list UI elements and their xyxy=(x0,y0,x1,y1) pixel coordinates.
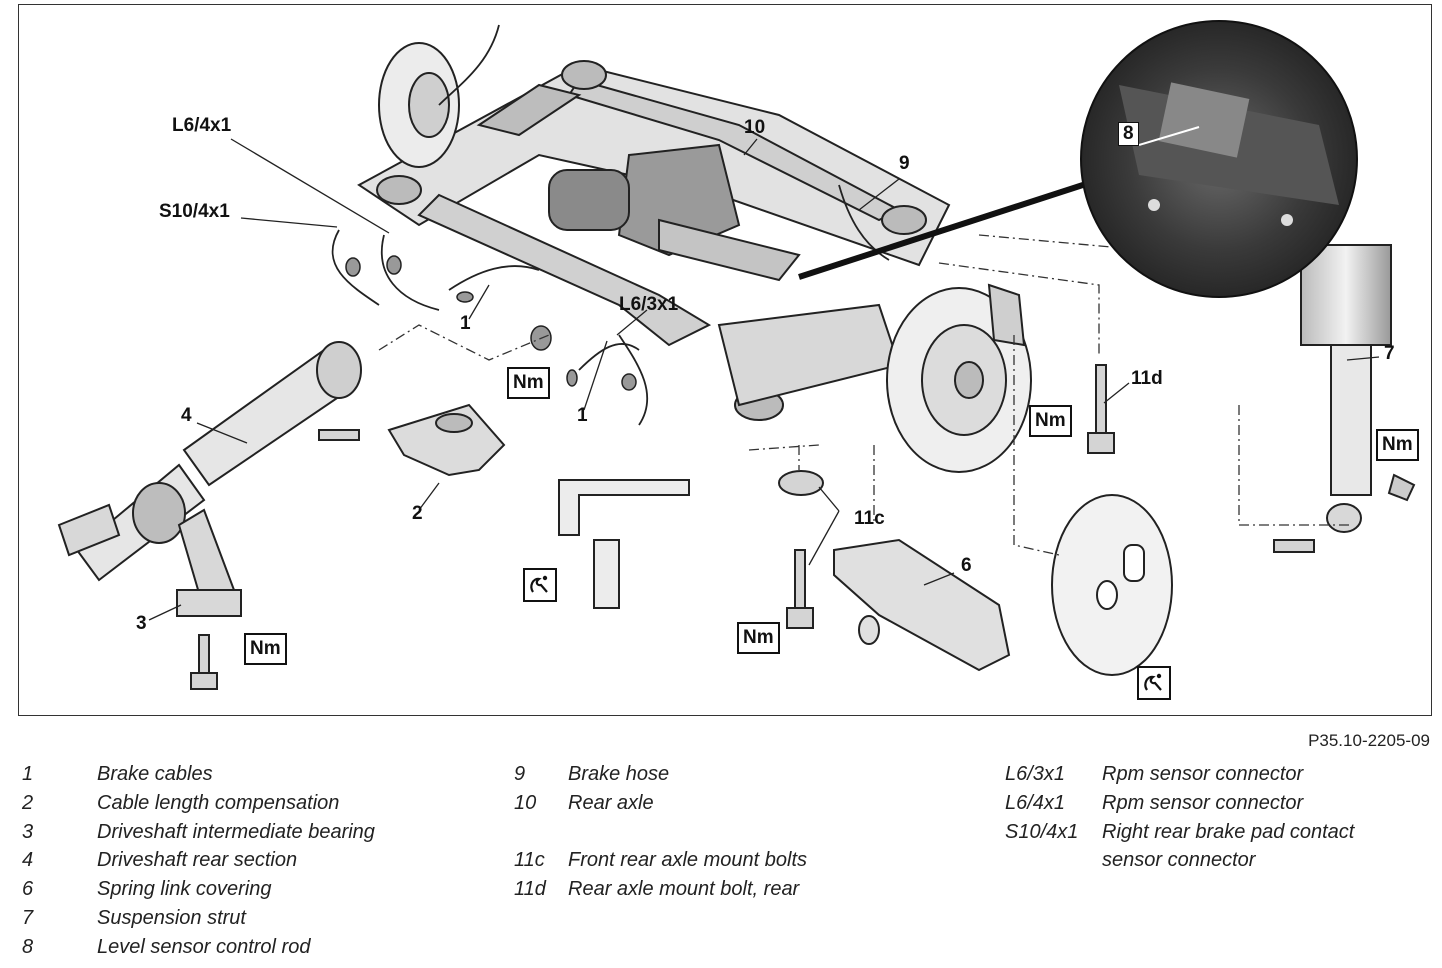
bolts xyxy=(190,364,1315,690)
legend-text: Rpm sensor connector xyxy=(1102,791,1304,814)
special-tool-glyph xyxy=(1144,673,1162,691)
special-tool-frame xyxy=(558,479,690,609)
legend-number: L6/4x1 xyxy=(1005,791,1066,814)
legend-item: 2 Cable length compensation xyxy=(22,789,492,818)
spring-link-covering xyxy=(833,538,1011,672)
callout-2: 2 xyxy=(412,503,423,524)
torque-badge: Nm xyxy=(1376,429,1419,461)
legend-item: 11d Rear axle mount bolt, rear xyxy=(514,875,984,904)
callout-1b: 1 xyxy=(577,405,588,426)
legend-item: sensor connector xyxy=(1005,846,1435,875)
legend-text: Rear axle mount bolt, rear xyxy=(568,878,800,901)
figure-code: P35.10-2205-09 xyxy=(1308,731,1430,750)
leader-lines xyxy=(148,138,1380,621)
special-tool-glyph xyxy=(530,575,548,593)
callout-8: 8 xyxy=(1118,122,1139,146)
sensor-wiring xyxy=(331,24,890,426)
legend-column-2: 9 Brake hose 10 Rear axle 11c Front rear ax… xyxy=(514,760,984,904)
callout-9: 9 xyxy=(899,153,910,174)
diagram-drawing xyxy=(57,20,1416,690)
legend-item: 9 Brake hose xyxy=(514,760,984,789)
callout-l6-4x1: L6/4x1 xyxy=(172,115,232,136)
special-tool-icon xyxy=(523,568,557,602)
legend-number: 11d xyxy=(514,878,546,901)
legend-item: 1 Brake cables xyxy=(22,760,492,789)
legend-spacer xyxy=(514,818,984,847)
legend-number: 10 xyxy=(514,791,537,814)
callout-s10-4x1: S10/4x1 xyxy=(159,201,230,222)
legend-number: 11c xyxy=(514,849,545,872)
legend-number: 3 xyxy=(22,820,34,843)
callout-11d: 11d xyxy=(1131,368,1163,389)
suspension-strut xyxy=(1300,244,1416,533)
legend-item: 3 Driveshaft intermediate bearing xyxy=(22,818,492,847)
legend-number: S10/4x1 xyxy=(1005,820,1079,843)
legend-number: L6/3x1 xyxy=(1005,763,1066,785)
callout-4: 4 xyxy=(181,405,192,426)
assembly-lines xyxy=(378,234,1349,556)
callout-l6-3x1: L6/3x1 xyxy=(619,294,679,315)
legend-text: Level sensor control rod xyxy=(97,935,311,958)
legend-number: 6 xyxy=(22,878,34,901)
callout-1a: 1 xyxy=(460,313,471,334)
legend-text: Front rear axle mount bolts xyxy=(568,849,807,872)
legend-item: 8 Level sensor control rod xyxy=(22,933,492,962)
legend-text: Cable length compensation xyxy=(97,791,340,814)
legend-item: 11c Front rear axle mount bolts xyxy=(514,846,984,875)
legend-item: L6/4x1 Rpm sensor connector xyxy=(1005,789,1435,818)
special-tool-icon xyxy=(1137,666,1171,700)
torque-badge: Nm xyxy=(244,633,287,665)
legend-item: 4 Driveshaft rear section xyxy=(22,846,492,875)
legend-text: sensor connector xyxy=(1102,849,1256,872)
legend-item: 10 Rear axle xyxy=(514,789,984,818)
cable-length-compensation xyxy=(387,403,506,477)
legend-text: Rear axle xyxy=(568,791,654,814)
legend-text: Driveshaft rear section xyxy=(97,849,298,872)
torque-badge: Nm xyxy=(1029,405,1072,437)
legend-text: Brake cables xyxy=(97,763,213,785)
shield-plate xyxy=(1051,494,1173,676)
legend-item: 6 Spring link covering xyxy=(22,875,492,904)
legend-text: Driveshaft intermediate bearing xyxy=(97,820,375,843)
left-hub xyxy=(378,42,460,168)
callout-11c: 11c xyxy=(854,508,885,529)
legend-number: 7 xyxy=(22,906,34,929)
callout-7: 7 xyxy=(1384,343,1395,364)
legend-number: 2 xyxy=(22,791,34,814)
torque-badge: Nm xyxy=(507,367,550,399)
exploded-diagram: 1 1 2 3 4 6 7 9 10 11c 11d L6/4x1 S10/4x… xyxy=(18,4,1432,716)
rear-axle xyxy=(357,60,951,421)
right-hub xyxy=(717,283,1032,473)
callout-3: 3 xyxy=(136,613,147,634)
legend-column-1: 1 Brake cables 2 Cable length compensation… xyxy=(22,760,492,962)
legend-item: 7 Suspension strut xyxy=(22,904,492,933)
level-sensor-inset xyxy=(1080,20,1358,298)
legend-text: Brake hose xyxy=(568,763,670,785)
callout-6: 6 xyxy=(961,555,972,576)
driveshaft xyxy=(57,341,362,617)
legend-text: Suspension strut xyxy=(97,906,246,929)
legend-text: Spring link covering xyxy=(97,878,272,901)
legend-number: 9 xyxy=(514,763,526,785)
legend-text: Right rear brake pad contact xyxy=(1102,820,1355,843)
legend-number: 4 xyxy=(22,849,34,872)
legend-number: 1 xyxy=(22,763,34,785)
legend-number: 8 xyxy=(22,935,34,958)
legend-item: L6/3x1 Rpm sensor connector xyxy=(1005,760,1435,789)
torque-badge: Nm xyxy=(737,622,780,654)
legend-text: Rpm sensor connector xyxy=(1102,763,1304,785)
callout-10: 10 xyxy=(744,117,766,138)
legend-item: S10/4x1 Right rear brake pad contact xyxy=(1005,818,1435,847)
